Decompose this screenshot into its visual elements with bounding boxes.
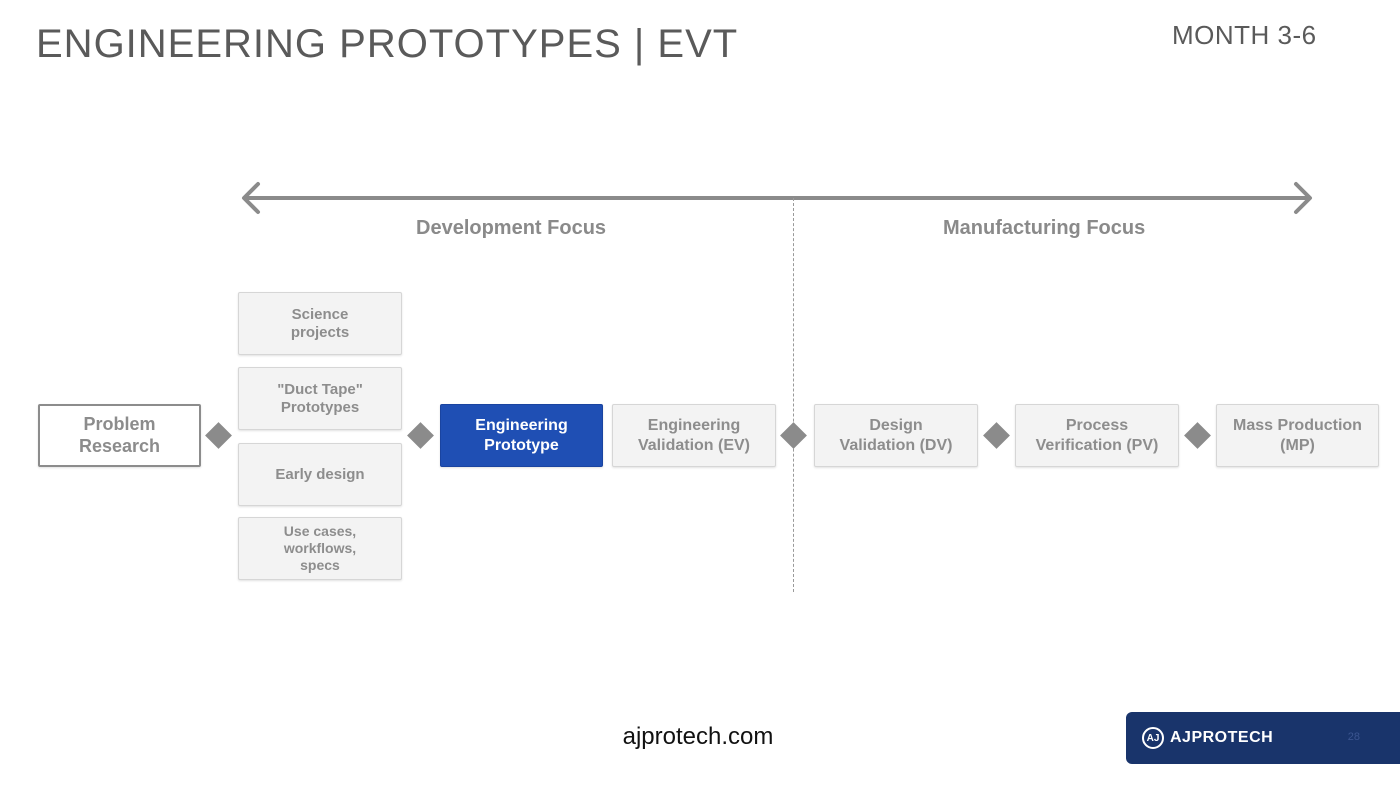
stage-mass-production: Mass Production (MP) — [1216, 404, 1379, 467]
brand-footer: AJ AJPROTECH 28 — [1126, 712, 1400, 764]
development-focus-label: Development Focus — [416, 217, 607, 239]
connector-diamond — [780, 422, 807, 449]
month-range: MONTH 3-6 — [1172, 20, 1317, 50]
page-number: 28 — [1347, 731, 1360, 743]
brand-logo-icon: AJ — [1142, 727, 1164, 749]
stage-label: Engineering Prototype — [475, 417, 568, 454]
problem-research-label: Problem Research — [78, 413, 161, 456]
stage-engineering-prototype: Engineering Prototype — [440, 404, 603, 467]
connector-diamond — [983, 422, 1010, 449]
connector-diamond — [1184, 422, 1211, 449]
stage-engineering-validation: Engineering Validation (EV) — [612, 404, 776, 467]
stage-process-verification: Process Verification (PV) — [1015, 404, 1179, 467]
stage-label: Mass Production (MP) — [1233, 417, 1362, 454]
focus-range-arrow — [242, 182, 1312, 214]
connector-diamond — [407, 422, 434, 449]
early-stage-label: Early design — [275, 465, 365, 483]
early-stage-science-projects: Science projects — [238, 292, 402, 355]
stage-design-validation: Design Validation (DV) — [814, 404, 978, 467]
brand-name: AJPROTECH — [1170, 729, 1274, 746]
manufacturing-focus-label: Manufacturing Focus — [943, 217, 1146, 239]
early-stage-label: Science projects — [290, 305, 350, 341]
stage-label: Process Verification (PV) — [1035, 417, 1159, 454]
early-stage-use-cases: Use cases, workflows, specs — [238, 517, 402, 580]
phase-divider — [793, 198, 794, 592]
stage-label: Engineering Validation (EV) — [637, 417, 750, 454]
problem-research-box: Problem Research — [38, 404, 201, 467]
website-url: ajprotech.com — [622, 723, 774, 750]
connector-diamond — [205, 422, 232, 449]
early-stage-label: "Duct Tape" Prototypes — [277, 380, 363, 416]
stage-label: Design Validation (DV) — [839, 417, 953, 454]
early-stage-duct-tape-prototypes: "Duct Tape" Prototypes — [238, 367, 402, 430]
early-stage-label: Use cases, workflows, specs — [283, 523, 357, 573]
slide-title: ENGINEERING PROTOTYPES | EVT — [36, 22, 739, 66]
early-stage-early-design: Early design — [238, 443, 402, 506]
